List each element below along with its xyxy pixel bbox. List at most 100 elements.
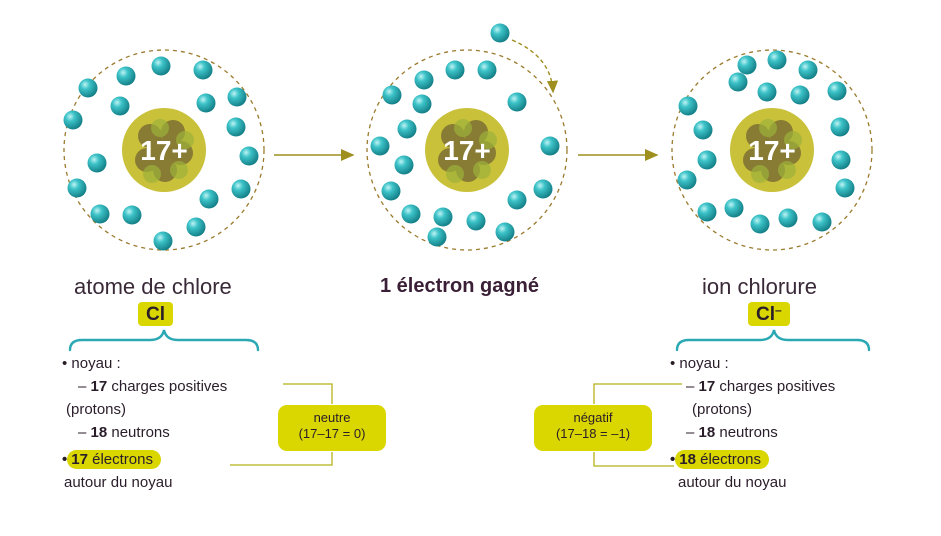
electron-dots xyxy=(63,56,259,251)
incoming-electron-arrow xyxy=(511,39,559,94)
electron xyxy=(677,170,697,190)
electron xyxy=(151,56,171,76)
electron xyxy=(724,198,744,218)
electron xyxy=(401,204,421,224)
electron xyxy=(226,117,246,137)
atom-chlorine: 17+ xyxy=(63,49,265,251)
electron xyxy=(507,190,527,210)
electron xyxy=(693,120,713,140)
atom-gaining-electron: 17+ xyxy=(366,23,568,251)
electron xyxy=(750,214,770,234)
symbol-cl-minus-text: Cl xyxy=(756,304,775,325)
incoming-electron xyxy=(490,23,559,94)
electron xyxy=(728,72,748,92)
electron-shell xyxy=(366,49,568,251)
electron xyxy=(122,205,142,225)
electron xyxy=(831,150,851,170)
electron xyxy=(110,96,130,116)
electron xyxy=(678,96,698,116)
electron xyxy=(397,119,417,139)
symbol-charge-sup: – xyxy=(775,303,782,317)
electron xyxy=(757,82,777,102)
electron xyxy=(196,93,216,113)
electron xyxy=(798,60,818,80)
electron xyxy=(433,207,453,227)
nucleus-charge-label: 17+ xyxy=(140,135,188,166)
electron xyxy=(778,208,798,228)
electron xyxy=(767,50,787,70)
electron xyxy=(394,155,414,175)
electron-shell xyxy=(671,49,873,251)
electron xyxy=(381,181,401,201)
nucleus-charge-label: 17+ xyxy=(748,135,796,166)
title-electron-gained: 1 électron gagné xyxy=(380,275,539,297)
connector-protons-negative xyxy=(593,383,682,404)
electron xyxy=(533,179,553,199)
chlorine-atom-details: • noyau : – 17 charges positives (proton… xyxy=(62,352,227,494)
electron xyxy=(87,153,107,173)
electron xyxy=(445,60,465,80)
electron xyxy=(477,60,497,80)
charge-line: – 17 charges positives xyxy=(78,378,228,395)
electron xyxy=(812,212,832,232)
electron xyxy=(153,231,173,251)
electron xyxy=(697,150,717,170)
protons-note: (protons) xyxy=(692,401,753,418)
symbol-cl: Cl xyxy=(138,302,173,326)
nucleus-heading: • noyau : xyxy=(62,355,121,372)
electron xyxy=(116,66,136,86)
electron-location: autour du noyau xyxy=(64,474,173,491)
electron xyxy=(78,78,98,98)
chloride-ion-details: • noyau : – 17 charges positives (proton… xyxy=(670,352,835,494)
electron xyxy=(186,217,206,237)
title-chloride-ion: ion chlorure xyxy=(702,274,817,299)
electron xyxy=(466,211,486,231)
neutral-label: neutre xyxy=(313,410,351,425)
nucleus: 17+ xyxy=(730,108,814,192)
protons-note: (protons) xyxy=(66,401,127,418)
electron-count: 17 xyxy=(71,451,88,468)
nucleus-charge-label: 17+ xyxy=(443,135,491,166)
electron xyxy=(231,179,251,199)
electron-shell xyxy=(63,49,265,251)
electron-count: 18 xyxy=(679,451,696,468)
electron xyxy=(427,227,447,247)
electron xyxy=(63,110,83,130)
electron xyxy=(790,85,810,105)
nucleus-heading: • noyau : xyxy=(670,355,729,372)
title-chlorine-atom: atome de chlore xyxy=(74,274,232,299)
electron xyxy=(540,136,560,156)
connector-electrons-negative xyxy=(593,452,674,467)
neutron-line: – 18 neutrons xyxy=(78,424,170,441)
electron xyxy=(67,178,87,198)
electron xyxy=(835,178,855,198)
electron xyxy=(412,94,432,114)
right-brace xyxy=(675,329,871,352)
electron-dots xyxy=(677,50,855,234)
electron xyxy=(370,136,390,156)
electron xyxy=(199,189,219,209)
electron xyxy=(490,23,510,43)
electron-dots xyxy=(370,60,560,247)
electron xyxy=(382,85,402,105)
electron-location: autour du noyau xyxy=(678,474,787,491)
electron-line: •18 électrons xyxy=(670,448,835,471)
symbol-cl-minus: Cl– xyxy=(748,302,790,326)
electron xyxy=(239,146,259,166)
left-brace xyxy=(68,329,260,352)
negative-calc: (17–18 = –1) xyxy=(555,426,631,441)
electron xyxy=(737,55,757,75)
electron xyxy=(90,204,110,224)
neutral-calc: (17–17 = 0) xyxy=(298,426,366,441)
electron xyxy=(227,87,247,107)
neutron-line: – 18 neutrons xyxy=(686,424,778,441)
negative-charge-box: négatif (17–18 = –1) xyxy=(534,405,652,451)
nucleus: 17+ xyxy=(425,108,509,192)
electron xyxy=(414,70,434,90)
negative-label: négatif xyxy=(573,410,613,425)
charge-line: – 17 charges positives xyxy=(686,378,836,395)
electron xyxy=(827,81,847,101)
electron xyxy=(193,60,213,80)
electron xyxy=(507,92,527,112)
